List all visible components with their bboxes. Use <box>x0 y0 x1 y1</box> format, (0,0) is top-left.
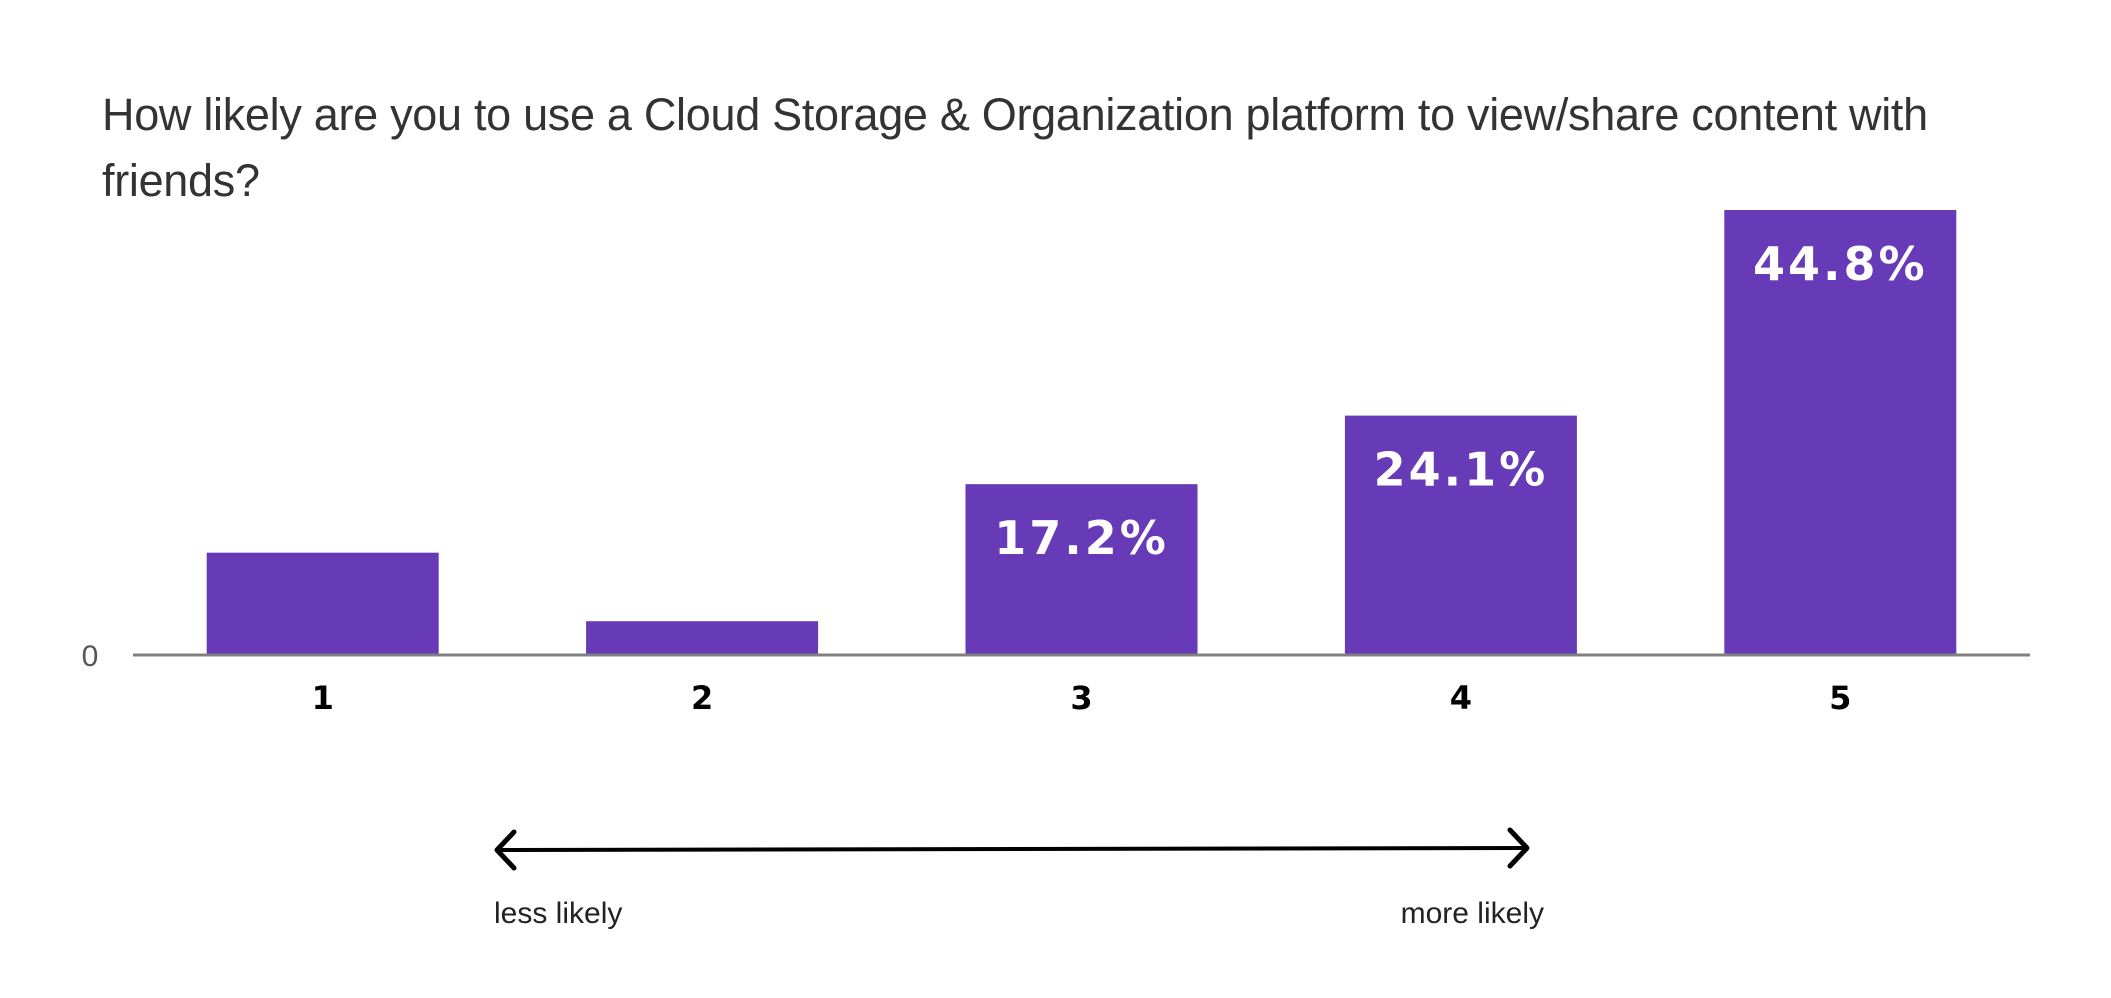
left-arrowhead-icon <box>494 829 517 871</box>
scale-low-label: less likely <box>494 897 622 930</box>
bar-value-label-3: 17.2% <box>994 511 1169 565</box>
x-tick-label-1: 1 <box>312 679 334 717</box>
bar-value-label-5: 44.8% <box>1753 237 1928 291</box>
bar-labels-group: 17.2% 24.1% 44.8% <box>994 237 1928 565</box>
bar-3 <box>965 484 1198 655</box>
bar-5 <box>1724 210 1957 655</box>
scale-arrow-line <box>496 846 1528 852</box>
x-tick-label-4: 4 <box>1450 679 1472 717</box>
x-tick-label-5: 5 <box>1829 679 1851 717</box>
bar-2 <box>586 621 819 655</box>
bars-group <box>206 210 1957 655</box>
likelihood-scale-arrow <box>494 827 1530 871</box>
chart-title: How likely are you to use a Cloud Storag… <box>102 89 1928 206</box>
y-tick-label-0: 0 <box>82 640 99 673</box>
bar-value-label-4: 24.1% <box>1374 443 1549 497</box>
x-tick-labels-group: 1 2 3 4 5 <box>312 679 1852 717</box>
bar-1 <box>206 552 439 655</box>
scale-high-label: more likely <box>1401 897 1544 930</box>
x-tick-label-3: 3 <box>1070 679 1092 717</box>
x-tick-label-2: 2 <box>691 679 713 717</box>
bar-4 <box>1344 415 1577 655</box>
right-arrowhead-icon <box>1507 827 1530 869</box>
